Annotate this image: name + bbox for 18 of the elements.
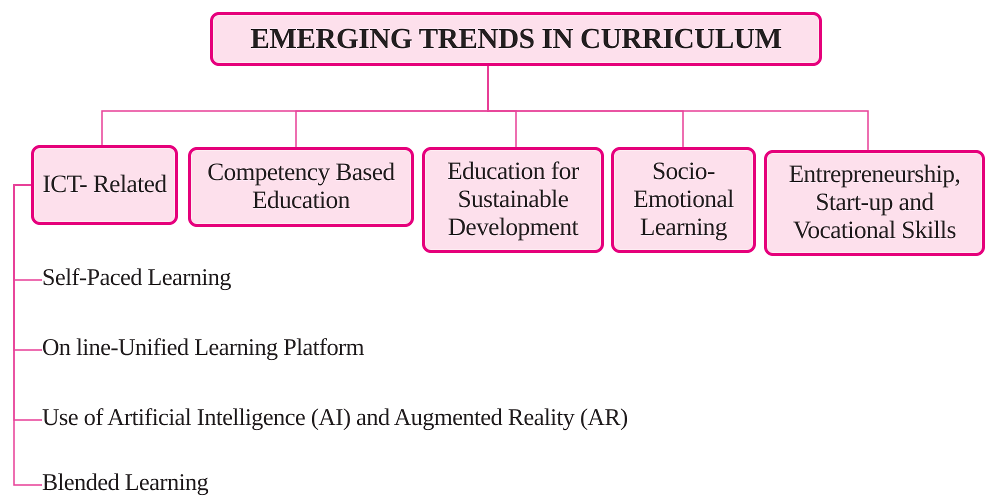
topic-text: ICT- Related (42, 171, 167, 199)
list-item-text: Use of Artificial Intelligence (AI) and Augmented Reality (AR) (42, 405, 812, 435)
list-item-text: On line-Unified Learning Platform (42, 335, 462, 365)
connector-line (487, 66, 869, 150)
title-box (210, 12, 822, 66)
topic-box (422, 147, 604, 253)
topic-text: Education for Sustainable Development (446, 158, 580, 242)
connector-line (13, 184, 42, 486)
title-text: EMERGING TRENDS IN CURRICULUM (250, 22, 782, 56)
topic-text: Entrepreneurship, Start-up and Vocational Skills (788, 161, 962, 245)
topic-box (188, 147, 414, 227)
topic-box (611, 147, 756, 253)
list-item-text: Self-Paced Learning (42, 265, 302, 295)
topic-box (31, 145, 178, 225)
topic-text: Competency Based Education (206, 159, 396, 215)
topic-box (764, 150, 985, 256)
topic-text: Socio- Emotional Learning (632, 158, 735, 242)
list-item-text: Blended Learning (42, 470, 262, 500)
